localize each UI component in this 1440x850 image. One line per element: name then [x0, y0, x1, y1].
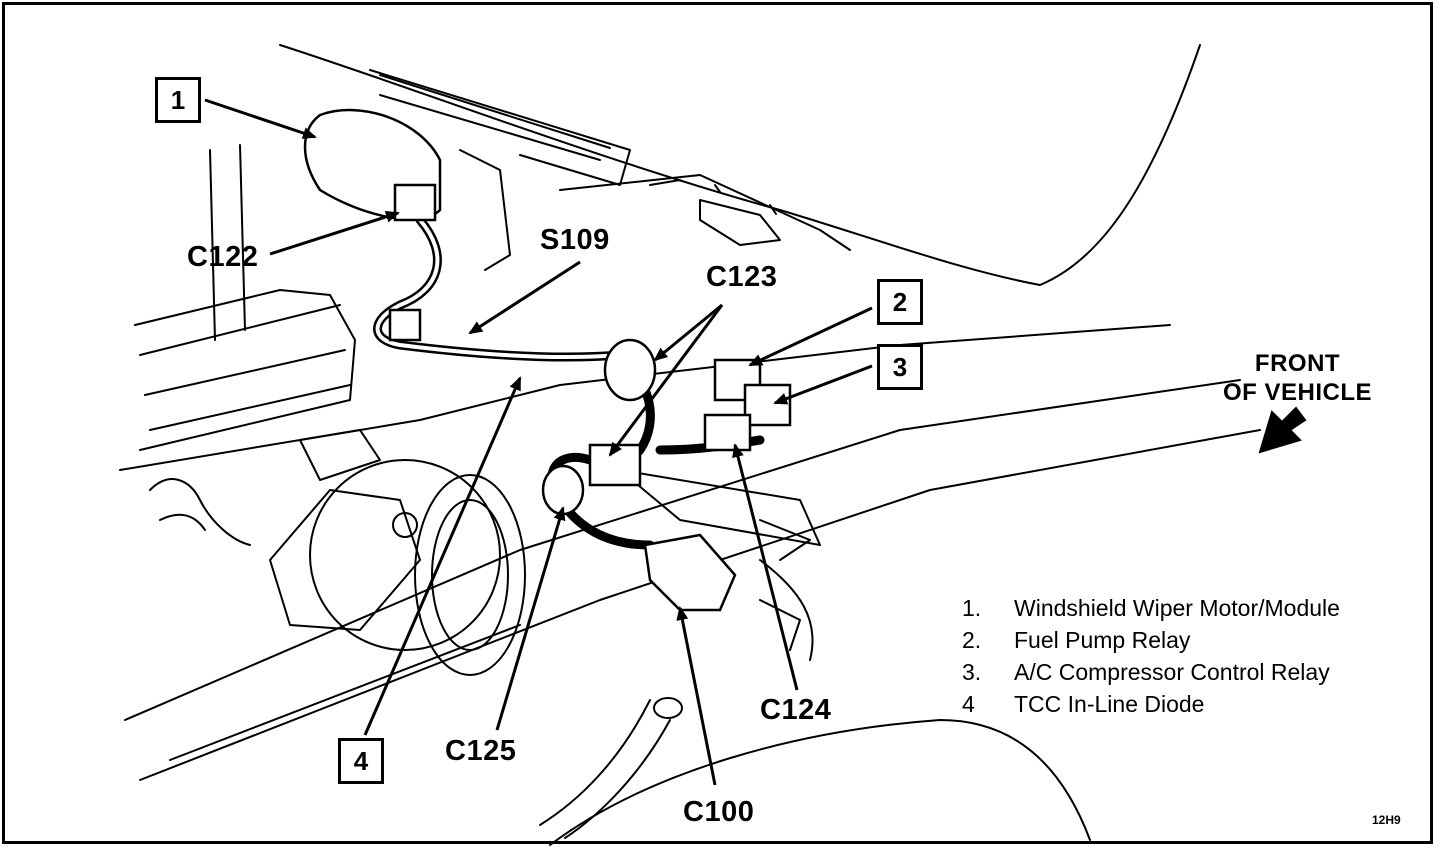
legend-item: 3. A/C Compressor Control Relay	[962, 656, 1340, 688]
leader-1	[204, 98, 317, 139]
front-of-vehicle-label: FRONT OF VEHICLE	[1210, 349, 1385, 407]
leader-3	[773, 364, 873, 405]
leader-c123-b	[608, 304, 724, 457]
legend-text: TCC In-Line Diode	[1014, 690, 1205, 717]
cowl-panel	[559, 174, 851, 251]
leader-c122	[269, 210, 400, 256]
label-c100: C100	[683, 796, 755, 828]
figure-id: 12H9	[1372, 813, 1401, 827]
front-line-2: OF VEHICLE	[1222, 379, 1372, 406]
leader-c125	[495, 506, 566, 731]
leader-2	[748, 306, 873, 367]
splice-s109-shape	[388, 308, 422, 342]
connector-c122-shape	[393, 183, 437, 222]
connector-c124-shape	[703, 413, 752, 452]
front-direction-arrow	[1258, 406, 1307, 454]
leader-c123-a	[653, 303, 723, 362]
compressor-body	[309, 459, 501, 651]
legend-text: A/C Compressor Control Relay	[1014, 658, 1330, 685]
front-line-1: FRONT	[1254, 350, 1341, 377]
callout-3: 3	[877, 344, 923, 390]
legend-item: 1. Windshield Wiper Motor/Module	[962, 592, 1340, 624]
legend-item: 4 TCC In-Line Diode	[962, 688, 1340, 720]
leader-c124	[732, 443, 799, 691]
legend-number: 1.	[962, 594, 982, 621]
connector-c100-shape	[643, 533, 737, 612]
legend-number: 4	[962, 690, 975, 717]
legend: 1. Windshield Wiper Motor/Module 2. Fuel…	[962, 592, 1340, 720]
leader-s109	[468, 260, 581, 335]
callout-2: 2	[877, 279, 923, 325]
legend-text: Windshield Wiper Motor/Module	[1014, 594, 1340, 621]
label-c125: C125	[445, 735, 517, 767]
label-c122: C122	[187, 241, 259, 273]
hood-outline	[279, 44, 1201, 286]
frame-rail-lower	[124, 379, 1241, 721]
legend-number: 2.	[962, 626, 982, 653]
connector-c125-shape	[541, 464, 585, 516]
label-c123: C123	[706, 261, 778, 293]
leader-4	[363, 376, 522, 736]
legend-text: Fuel Pump Relay	[1014, 626, 1191, 653]
ac-relay-shape	[743, 383, 792, 427]
callout-1: 1	[155, 77, 201, 123]
cowl-vent	[369, 69, 631, 186]
legend-number: 3.	[962, 658, 982, 685]
callout-4: 4	[338, 738, 384, 784]
firewall	[134, 289, 356, 451]
label-s109: S109	[540, 224, 610, 256]
leader-c100	[676, 606, 717, 786]
label-c124: C124	[760, 694, 832, 726]
compressor-pulley	[414, 474, 526, 676]
connector-c123-shape	[603, 338, 657, 402]
connector-c123b-shape	[588, 443, 642, 487]
legend-item: 2. Fuel Pump Relay	[962, 624, 1340, 656]
